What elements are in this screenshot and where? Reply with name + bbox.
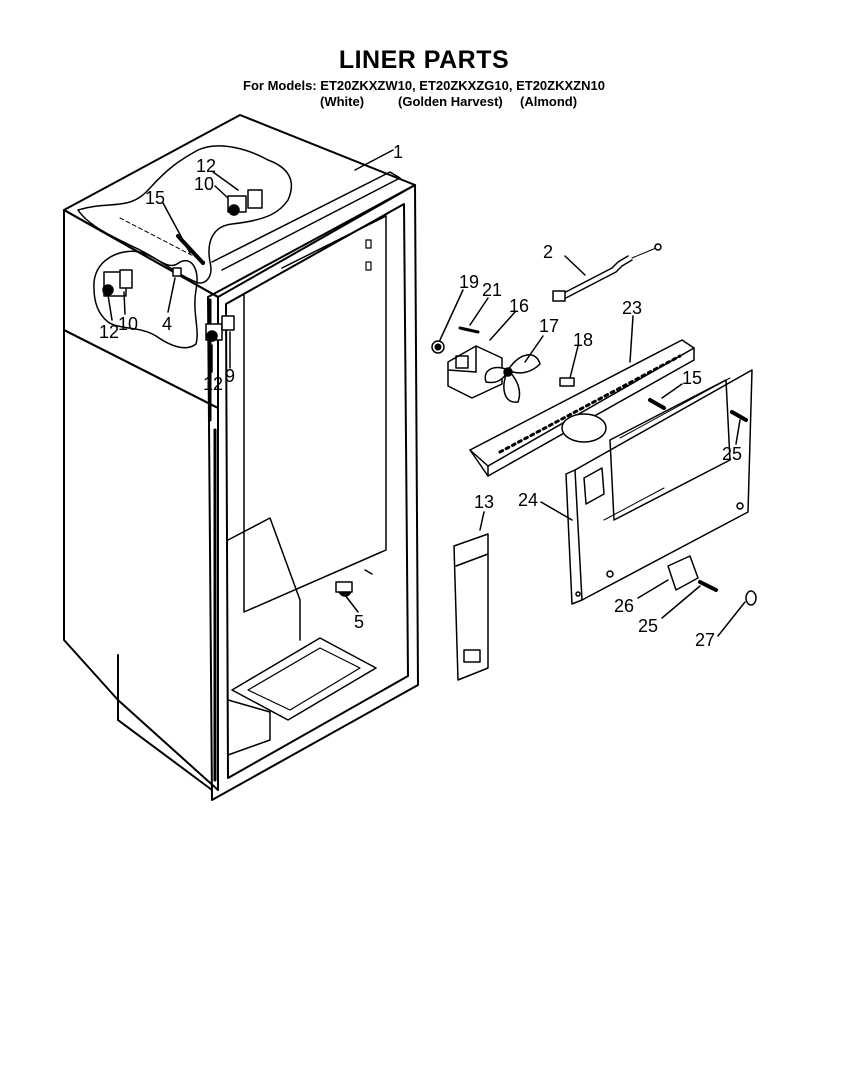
callout-5: 5 bbox=[354, 612, 364, 632]
light-socket-bracket bbox=[205, 315, 235, 342]
wiring-outline-side bbox=[93, 250, 198, 349]
callout-10-top: 10 bbox=[194, 174, 214, 194]
fan-motor-16 bbox=[447, 345, 503, 399]
liner-hole bbox=[364, 569, 373, 575]
liner-top-ridge bbox=[211, 171, 401, 271]
color-almond: (Almond) bbox=[520, 94, 578, 109]
callout-12-top: 12 bbox=[196, 156, 216, 176]
liner-front-flange bbox=[207, 184, 419, 801]
callout-21: 21 bbox=[482, 280, 502, 300]
callout-12-left: 12 bbox=[99, 322, 119, 342]
callout-2: 2 bbox=[543, 242, 553, 262]
callout-10-left: 10 bbox=[118, 314, 138, 334]
evaporator-cover-23 bbox=[469, 339, 695, 477]
callout-18: 18 bbox=[573, 330, 593, 350]
liner-lower-bulge bbox=[117, 654, 213, 791]
callout-26: 26 bbox=[614, 596, 634, 616]
damper-bracket bbox=[227, 189, 263, 216]
screw-25-bottom bbox=[698, 580, 718, 592]
color-list: (White) (Golden Harvest) (Almond) bbox=[0, 94, 848, 169]
callout-25-top: 25 bbox=[722, 444, 742, 464]
color-golden-harvest: (Golden Harvest) bbox=[398, 94, 503, 109]
callout-19: 19 bbox=[459, 272, 479, 292]
air-duct-13 bbox=[453, 533, 489, 681]
callout-24: 24 bbox=[518, 490, 538, 510]
defrost-heater-2 bbox=[552, 243, 662, 302]
leader-lines bbox=[107, 149, 746, 637]
callout-1: 1 bbox=[393, 142, 403, 162]
screw-15-top bbox=[176, 234, 205, 265]
liner-floor-recess bbox=[231, 637, 377, 721]
callout-13: 13 bbox=[474, 492, 494, 512]
callout-12-mid: 12 bbox=[203, 374, 223, 394]
rear-panel-24 bbox=[565, 369, 753, 605]
color-white: (White) bbox=[320, 94, 365, 109]
plug-27 bbox=[745, 590, 757, 606]
liner-interior-step bbox=[227, 517, 301, 641]
top-groove bbox=[119, 217, 206, 263]
liner-interior-back bbox=[243, 215, 387, 613]
screw-25-top bbox=[730, 410, 748, 422]
liner-hole bbox=[365, 239, 372, 249]
liner-left-lower bbox=[63, 329, 219, 791]
callout-23: 23 bbox=[622, 298, 642, 318]
cabinet-plug-5 bbox=[335, 581, 353, 597]
liner-floor-recess-inner bbox=[247, 647, 361, 711]
wiring-outline-top bbox=[77, 145, 293, 284]
callout-labels: 1 2 12 10 15 4 12 10 12 9 19 21 16 17 18… bbox=[99, 142, 742, 650]
plate-26 bbox=[667, 555, 699, 591]
callout-15-top: 15 bbox=[145, 188, 165, 208]
screw-15-right bbox=[648, 398, 666, 410]
screw-21 bbox=[458, 326, 480, 334]
callout-25-bottom: 25 bbox=[638, 616, 658, 636]
fan-blade-17 bbox=[484, 354, 541, 403]
model-list: For Models: ET20ZKXZW10, ET20ZKXZG10, ET… bbox=[243, 78, 605, 93]
liner-edge-shading bbox=[208, 298, 217, 782]
liner-hole bbox=[365, 261, 372, 271]
page-title: LINER PARTS bbox=[338, 46, 510, 74]
liner-interior-top-edge bbox=[281, 215, 387, 269]
liner-cabinet bbox=[63, 114, 419, 801]
callout-16: 16 bbox=[509, 296, 529, 316]
washer-19 bbox=[431, 340, 445, 354]
screw-4 bbox=[172, 267, 182, 277]
callout-27: 27 bbox=[695, 630, 715, 650]
liner-interior-step-lower bbox=[227, 699, 271, 756]
callout-15-right: 15 bbox=[682, 368, 702, 388]
screw-18 bbox=[559, 377, 575, 387]
callout-9: 9 bbox=[225, 366, 235, 386]
callout-17: 17 bbox=[539, 316, 559, 336]
thermostat-bracket bbox=[102, 269, 133, 297]
callout-4: 4 bbox=[162, 314, 172, 334]
